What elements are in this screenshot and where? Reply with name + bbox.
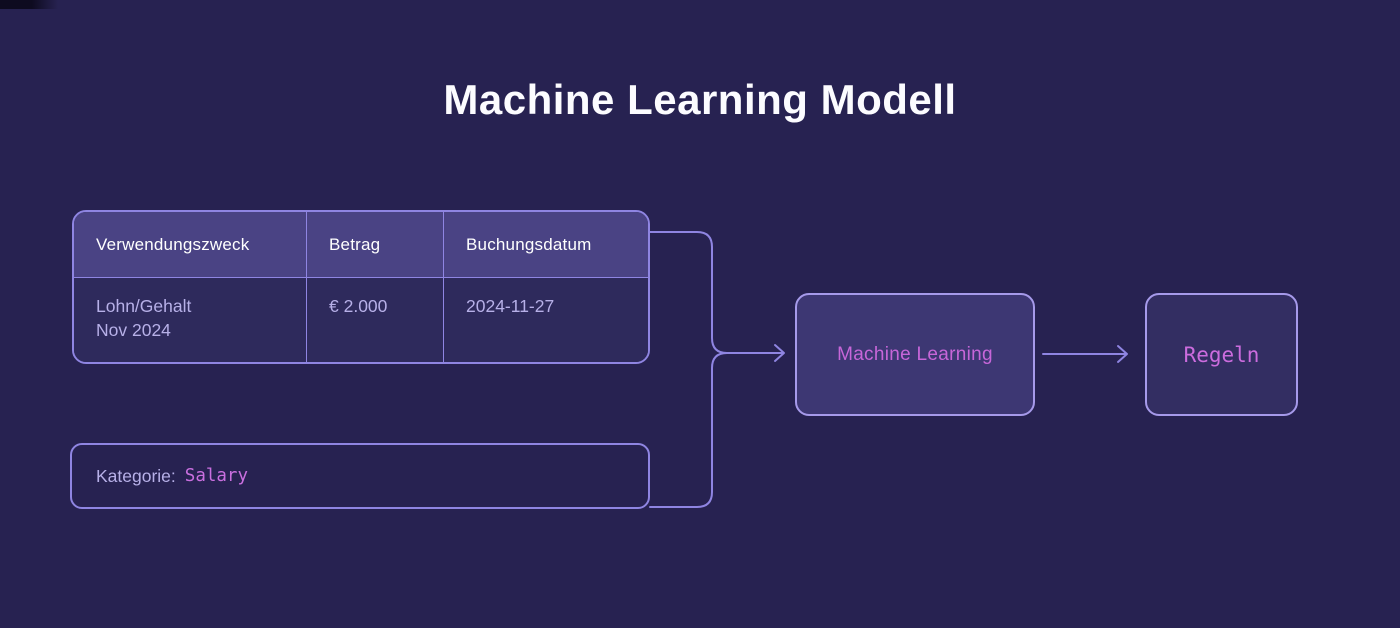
cell-verwendungszweck: Lohn/Gehalt Nov 2024 bbox=[74, 278, 307, 362]
rules-label: Regeln bbox=[1183, 342, 1260, 367]
table-header-buchungsdatum: Buchungsdatum bbox=[466, 234, 592, 254]
table-row: Lohn/Gehalt Nov 2024 € 2.000 2024-11-27 bbox=[74, 277, 648, 362]
rules-node: Regeln bbox=[1145, 293, 1298, 416]
table-header-verwendungszweck: Verwendungszweck bbox=[74, 212, 307, 277]
arrowhead-to-rules bbox=[1117, 345, 1128, 363]
cell-betrag: € 2.000 bbox=[307, 278, 444, 362]
category-label: Kategorie: bbox=[96, 465, 176, 486]
category-box: Kategorie: Salary bbox=[70, 443, 650, 509]
connector-from-category bbox=[649, 352, 728, 508]
window-edge-artifact bbox=[0, 0, 58, 9]
transaction-table: Verwendungszweck Betrag Buchungsdatum Lo… bbox=[72, 210, 650, 364]
machine-learning-node: Machine Learning bbox=[795, 293, 1035, 416]
page-title: Machine Learning Modell bbox=[443, 76, 957, 123]
table-header-betrag: Betrag bbox=[307, 212, 444, 277]
cell-buchungsdatum: 2024-11-27 bbox=[466, 296, 555, 316]
category-value: Salary bbox=[184, 466, 248, 486]
machine-learning-label: Machine Learning bbox=[837, 343, 993, 365]
connector-from-table bbox=[649, 231, 784, 354]
table-header-row: Verwendungszweck Betrag Buchungsdatum bbox=[74, 212, 648, 277]
arrowhead-to-ml bbox=[774, 344, 785, 362]
